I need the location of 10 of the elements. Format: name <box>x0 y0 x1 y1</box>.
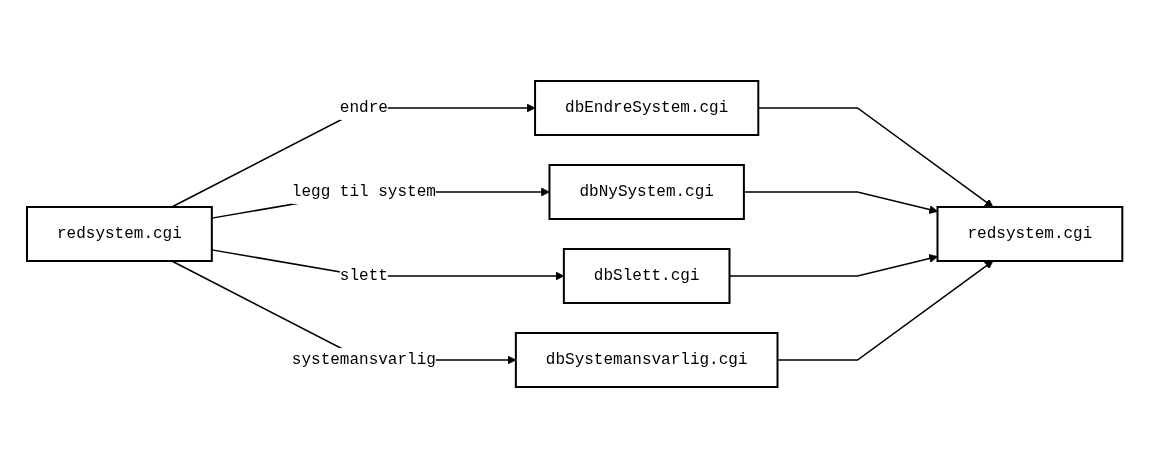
edge-label: slett <box>339 266 388 285</box>
node-box: dbEndreSystem.cgi <box>533 79 760 136</box>
node-box: redsystem.cgi <box>25 205 213 262</box>
node-box: dbNySystem.cgi <box>548 163 745 220</box>
node-box: redsystem.cgi <box>936 205 1124 262</box>
edge-label: systemansvarlig <box>291 350 436 369</box>
node-box: dbSystemansvarlig.cgi <box>514 331 779 388</box>
node-box: dbSlett.cgi <box>562 247 731 304</box>
edge-label: endre <box>339 98 388 117</box>
edge-label: legg til system <box>291 182 436 201</box>
